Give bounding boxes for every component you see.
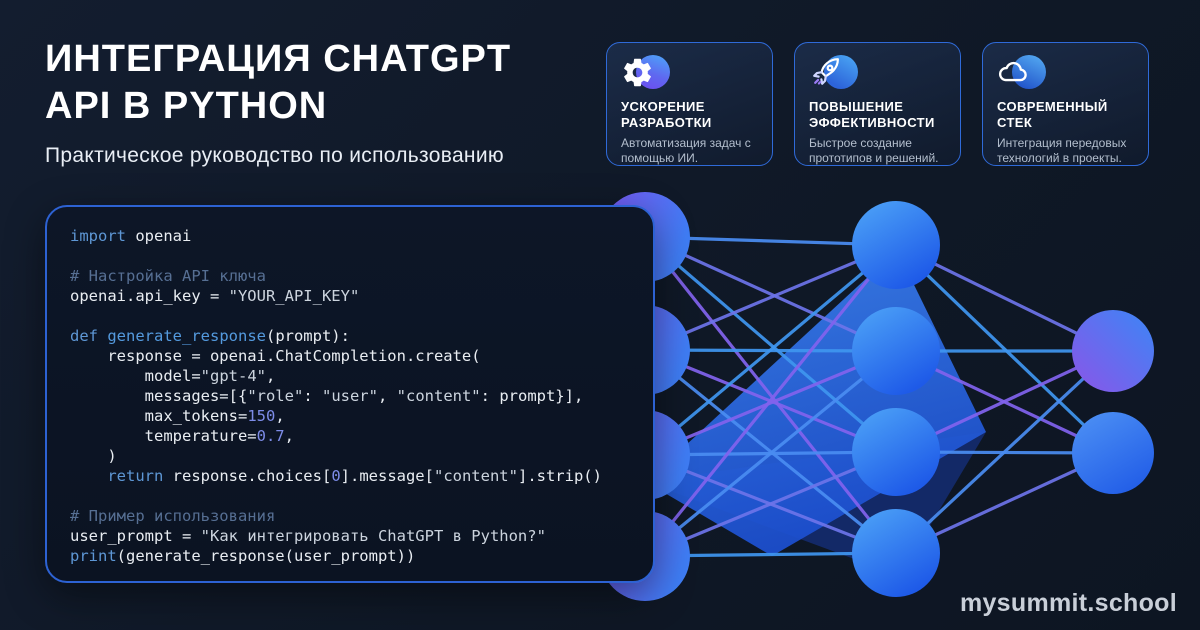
- network-edge: [644, 243, 897, 352]
- code-line: model="gpt-4",: [70, 367, 276, 385]
- feature-card-acceleration: УСКОРЕНИЕ РАЗРАБОТКИ Автоматизация задач…: [606, 42, 773, 166]
- code-line: import openai: [70, 227, 192, 245]
- feature-card-modern-stack: СОВРЕМЕННЫЙ СТЕК Интеграция передовых те…: [982, 42, 1149, 166]
- code-line: # Пример использования: [70, 507, 276, 525]
- network-node-hidden: [852, 201, 940, 289]
- rocket-icon: [809, 54, 861, 94]
- network-edge: [643, 235, 898, 454]
- network-edge: [643, 243, 898, 457]
- code-line: response = openai.ChatCompletion.create(: [70, 347, 481, 365]
- code-line: openai.api_key = "YOUR_API_KEY": [70, 287, 360, 305]
- page-title-line2: API В PYTHON: [45, 85, 328, 127]
- code-line: [70, 486, 639, 506]
- network-edge: [644, 235, 897, 353]
- code-line: max_tokens=150,: [70, 407, 285, 425]
- feature-card-efficiency: ПОВЫШЕНИЕ ЭФФЕКТИВНОСТИ Быстрое создание…: [794, 42, 961, 166]
- code-line: def generate_response(prompt):: [70, 327, 350, 345]
- feature-cards: УСКОРЕНИЕ РАЗРАБОТКИ Автоматизация задач…: [606, 42, 1149, 166]
- page-subtitle: Практическое руководство по использовани…: [45, 144, 504, 167]
- feature-description: Быстрое создание прототипов и решений.: [809, 136, 939, 165]
- network-edge: [643, 243, 898, 558]
- code-line: # Настройка API ключа: [70, 267, 266, 285]
- feature-title: СОВРЕМЕННЫЙ СТЕК: [997, 99, 1108, 130]
- code-block: import openai # Настройка API ключа opena…: [70, 226, 639, 566]
- code-line: [70, 306, 639, 326]
- cloud-icon: [997, 54, 1049, 94]
- network-node-hidden: [852, 509, 940, 597]
- network-node-hidden: [852, 408, 940, 496]
- title-block: ИНТЕГРАЦИЯ CHATGPT API В PYTHON Практичес…: [45, 36, 511, 168]
- code-line: [70, 246, 639, 266]
- page-title-line1: ИНТЕГРАЦИЯ CHATGPT: [45, 38, 512, 80]
- network-node-output: [1072, 412, 1154, 494]
- code-line: temperature=0.7,: [70, 427, 294, 445]
- feature-title: УСКОРЕНИЕ РАЗРАБОТКИ: [621, 99, 712, 130]
- network-edge: [644, 450, 897, 558]
- network-edge: [643, 236, 898, 554]
- network-edge: [894, 243, 1115, 455]
- network-edge: [643, 349, 898, 558]
- brand-watermark: mysummit.school: [959, 589, 1177, 617]
- feature-description: Автоматизация задач с помощью ИИ.: [621, 136, 751, 165]
- gear-icon: [621, 54, 673, 94]
- code-line: return response.choices[0].message["cont…: [107, 467, 602, 485]
- code-line: print(generate_response(user_prompt)): [70, 547, 416, 565]
- code-line: messages=[{"role": "user", "content": pr…: [70, 387, 584, 405]
- code-panel: import openai # Настройка API ключа opena…: [45, 205, 655, 583]
- network-node-hidden: [852, 307, 940, 395]
- code-line: ): [70, 447, 117, 465]
- network-node-output: [1072, 310, 1154, 392]
- code-line: user_prompt = "Как интегрировать ChatGPT…: [70, 527, 546, 545]
- network-edge: [894, 349, 1115, 555]
- feature-description: Интеграция передовых технологий в проект…: [997, 136, 1127, 165]
- feature-title: ПОВЫШЕНИЕ ЭФФЕКТИВНОСТИ: [809, 99, 935, 130]
- page-title: ИНТЕГРАЦИЯ CHATGPT API В PYTHON: [45, 36, 511, 130]
